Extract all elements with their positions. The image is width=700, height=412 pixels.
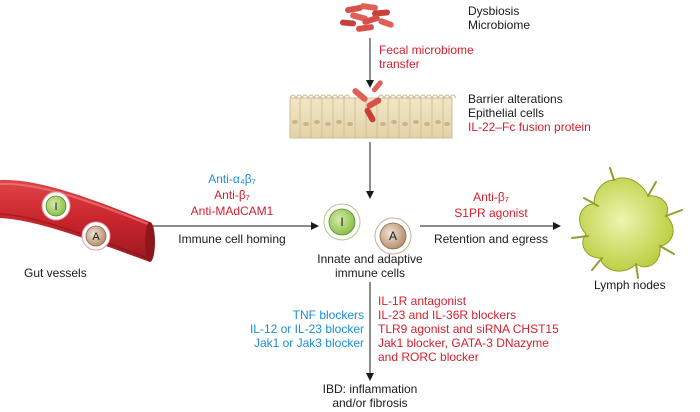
il12-il23-blocker-therapy: IL-12 or IL-23 blocker [249,322,364,336]
anti-b7-egress-therapy: Anti-β₇ [473,190,509,204]
anti-madcam1-therapy: Anti-MAdCAM1 [190,204,274,218]
cells-label-line1: Innate and adaptive [317,252,423,266]
anti-a4b7-therapy: Anti-α₄β₇ [208,172,256,186]
immune-cell-homing-label: Immune cell homing [178,232,286,246]
adaptive-cell-letter: A [389,229,397,243]
lymph-node-icon [571,167,683,279]
immune-cells-icon: I A [323,203,412,255]
jak1-jak3-blocker-therapy: Jak1 or Jak3 blocker [253,336,364,350]
ibd-outcome-line2: and/or fibrosis [332,396,408,410]
fmt-therapy-line1: Fecal microbiome [379,43,474,57]
retention-egress-label: Retention and egress [433,232,549,246]
bacteria-cluster-icon [340,3,394,32]
gut-vessel-icon: I A [0,179,155,262]
tlr9-sirna-therapy: TLR9 agonist and siRNA CHST15 [378,322,559,336]
il1r-antagonist-therapy: IL-1R antagonist [378,294,467,308]
gut-vessels-label: Gut vessels [24,266,87,280]
rorc-blocker-therapy: and RORC blocker [378,350,479,364]
epithelium-icon [289,80,457,139]
epithelial-cells-label: Epithelial cells [468,106,545,120]
il23-il36r-blockers-therapy: IL-23 and IL-36R blockers [378,308,517,322]
dysbiosis-label: Dysbiosis [468,4,520,18]
fmt-therapy-line2: transfer [379,57,420,71]
s1pr-agonist-therapy: S1PR agonist [454,206,528,220]
microbiome-label: Microbiome [468,18,531,32]
innate-cell-letter: I [340,215,343,229]
anti-b7-homing-therapy: Anti-β₇ [214,188,250,202]
vessel-innate-letter: I [54,201,57,213]
cells-label-line2: immune cells [334,266,406,280]
lymph-nodes-label: Lymph nodes [594,278,666,292]
il22-therapy: IL-22–Fc fusion protein [468,120,591,134]
barrier-alterations-label: Barrier alterations [468,92,563,106]
jak1-gata3-therapy: Jak1 blocker, GATA-3 DNazyme [378,336,549,350]
ibd-outcome-line1: IBD: inflammation [322,382,418,396]
tnf-blockers-therapy: TNF blockers [292,308,364,322]
vessel-adaptive-letter: A [92,231,100,243]
